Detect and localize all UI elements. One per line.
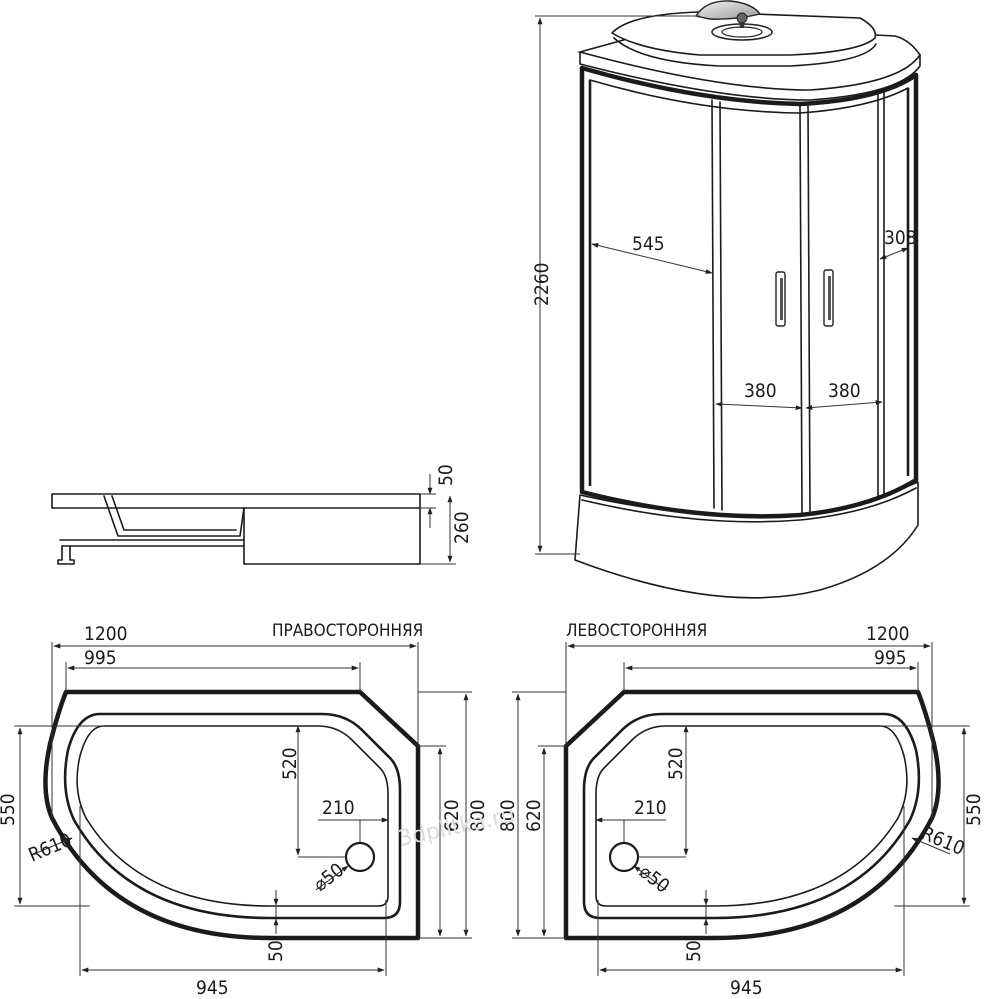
right-side-dim: 620 (441, 799, 463, 832)
tray-rim-dim: 50 (435, 464, 457, 486)
right-rim-dim: 50 (265, 940, 287, 962)
right-depth-dim: 800 (467, 799, 489, 832)
left-inner-dim: 945 (730, 977, 763, 999)
left-rear-dim: 995 (874, 647, 907, 669)
right-hand-label: ПРАВОСТОРОННЯЯ (272, 621, 423, 641)
left-drain-y-dim: 520 (665, 747, 687, 780)
left-drain-d-dim: ⌀50 (635, 861, 674, 898)
cabin-height-dim: 2260 (531, 263, 553, 307)
left-hand-tray-plan: ЛЕВОСТОРОННЯЯ 1200 995 945 800 620 550 R… (497, 621, 984, 999)
left-side-dim: 620 (523, 799, 545, 832)
left-radius-dim: R610 (918, 822, 968, 860)
rear-panel-dim: 308 (884, 227, 917, 249)
tray-side-view: 50 260 (51, 464, 473, 565)
right-drain-d-dim: ⌀50 (310, 859, 349, 896)
right-radius-dim: R610 (25, 829, 75, 867)
door-right-dim: 380 (828, 380, 861, 402)
door-left-dim: 380 (744, 380, 777, 402)
left-depth-dim: 800 (497, 799, 519, 832)
right-width-dim: 1200 (84, 623, 128, 645)
left-rim-dim: 50 (683, 940, 705, 962)
right-rear-dim: 995 (84, 647, 117, 669)
right-inner-dim: 945 (196, 977, 229, 999)
left-width-dim: 1200 (866, 623, 910, 645)
side-panel-dim: 545 (632, 233, 665, 255)
left-drain-x-dim: 210 (634, 797, 667, 819)
tray-height-dim: 260 (451, 511, 473, 544)
right-radius-zone-dim: 550 (0, 793, 19, 826)
left-hand-label: ЛЕВОСТОРОННЯЯ (566, 621, 707, 641)
right-hand-tray-plan: ПРАВОСТОРОННЯЯ 1200 995 945 800 620 550 … (0, 621, 489, 999)
shower-cabin: 2260 545 308 380 380 (531, 0, 921, 599)
right-drain-x-dim: 210 (322, 797, 355, 819)
right-drain-y-dim: 520 (279, 747, 301, 780)
left-radius-zone-dim: 550 (963, 793, 984, 826)
